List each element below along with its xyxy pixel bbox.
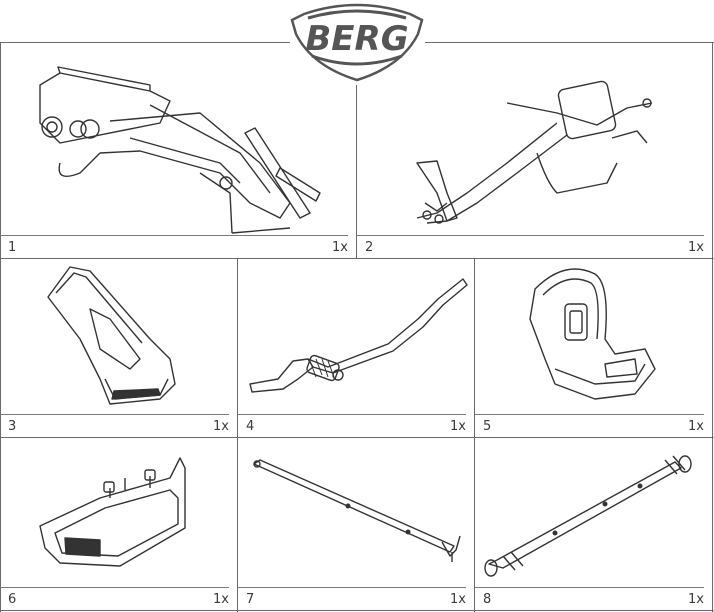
part-quantity: 1x [688,240,704,255]
part-cell-4: 4 1x [238,259,474,437]
part-quantity: 1x [688,419,704,434]
part-cell-1: 1 1x [0,43,356,258]
part-number: 6 [8,592,17,607]
front-cover-icon [47,266,176,405]
part-cell-3: 3 1x [0,259,237,437]
part-number: 2 [365,240,374,255]
part-cell-2: 2 1x [357,43,712,258]
part-number: 8 [483,592,492,607]
frame-front-icon [416,80,653,224]
part-quantity: 1x [332,240,348,255]
part-number: 7 [246,592,255,607]
part-quantity: 1x [213,419,229,434]
front-axle-icon [484,455,692,577]
part-number: 4 [246,419,255,434]
seat-icon [529,268,656,400]
part-quantity: 1x [688,592,704,607]
handlebar-icon [249,278,468,393]
part-cell-7: 7 1x [238,438,474,610]
part-quantity: 1x [213,592,229,607]
part-quantity: 1x [450,419,466,434]
part-quantity: 1x [450,592,466,607]
part-cell-8: 8 1x [475,438,712,610]
part-number: 5 [483,419,492,434]
rear-axle-icon [253,459,461,562]
part-number: 3 [8,419,17,434]
frame-rear-icon [39,66,321,234]
part-cell-5: 5 1x [475,259,712,437]
part-cell-6: 6 1x [0,438,237,610]
berg-logo: BERG [290,3,424,82]
brand-name: BERG [305,19,408,59]
part-number: 1 [8,240,17,255]
bumper-icon [39,457,186,567]
